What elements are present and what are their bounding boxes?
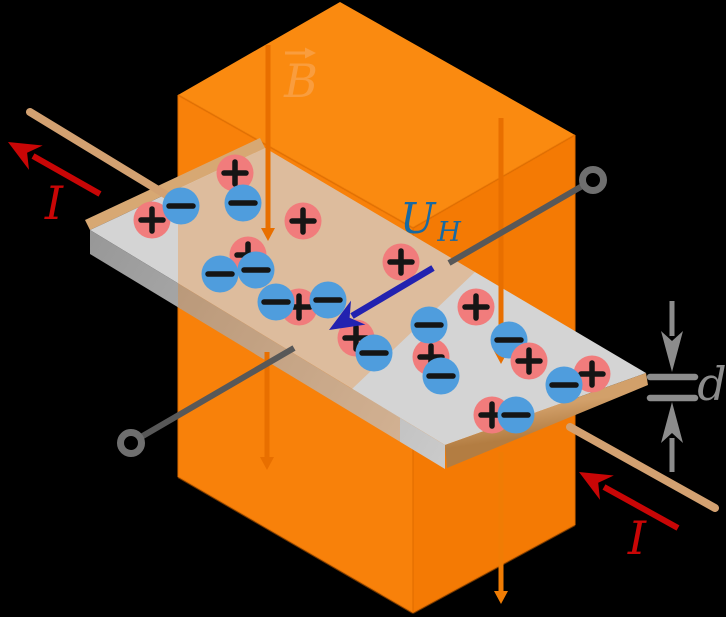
hall-voltage-arrow [329, 265, 435, 330]
negative-charge [257, 283, 295, 321]
negative-charge [201, 255, 239, 293]
lead-top [447, 182, 586, 266]
hall-voltage-subscript: H [436, 217, 461, 248]
charges-layer [133, 154, 611, 434]
slab-front-tint [178, 283, 400, 442]
current-arrow-right-shaft [602, 484, 680, 531]
box-top-face [178, 2, 575, 228]
positive-charge [133, 201, 171, 239]
dim-arrowhead-up [661, 402, 683, 443]
wire-left [26, 108, 172, 200]
current-arrow-right-head [579, 472, 614, 500]
box-edge-bottom-right [412, 524, 576, 614]
negative-charge [545, 366, 583, 404]
terminal-ring-bottom [117, 429, 145, 457]
field-arrowhead-2b [494, 591, 508, 604]
current-arrows [8, 142, 680, 531]
labels: B UH I I d [44, 47, 726, 565]
hall-voltage-label: UH [400, 194, 461, 248]
positive-charge [457, 288, 495, 326]
positive-charge [216, 154, 254, 192]
hall-arrow-head [329, 300, 366, 330]
hall-probe-leads [117, 166, 607, 457]
wire-right [566, 423, 719, 512]
current-label-left: I [44, 176, 64, 230]
box-edge-bottom-left [177, 476, 414, 614]
negative-charge [237, 251, 275, 289]
hall-arrow-shaft [350, 265, 435, 319]
field-arrowhead-1a [261, 228, 275, 241]
current-label-right: I [627, 511, 647, 565]
lead-bottom [139, 345, 296, 440]
slab-left-contact-strip [85, 138, 265, 230]
hall-voltage-u: U [400, 194, 437, 243]
positive-charge [510, 342, 548, 380]
current-arrow-left-head [8, 142, 43, 170]
box-edge-top-front-right [412, 134, 576, 229]
negative-charge [309, 281, 347, 319]
negative-charge [497, 396, 535, 434]
field-arrowhead-1b [260, 457, 274, 470]
thickness-label: d [697, 357, 726, 411]
negative-charge [410, 306, 448, 344]
terminal-ring-top [579, 166, 607, 194]
positive-charge [382, 243, 420, 281]
negative-charge [422, 357, 460, 395]
negative-charge [224, 184, 262, 222]
b-field-text: B [283, 54, 318, 108]
thickness-marker [646, 301, 699, 472]
current-wires [26, 108, 719, 512]
b-field-label: B [283, 47, 318, 108]
negative-charge [162, 187, 200, 225]
slab-front-face [90, 230, 445, 469]
negative-charge [355, 334, 393, 372]
current-arrow-left-shaft [31, 153, 102, 197]
positive-charge [284, 202, 322, 240]
positive-charge [573, 355, 611, 393]
slab-right-contact-face [445, 373, 648, 468]
b-vector-arrow-head [305, 47, 316, 59]
box-edge-top-front-left [177, 94, 414, 229]
dim-arrowhead-down [661, 331, 683, 372]
slab-top-face [90, 148, 646, 445]
